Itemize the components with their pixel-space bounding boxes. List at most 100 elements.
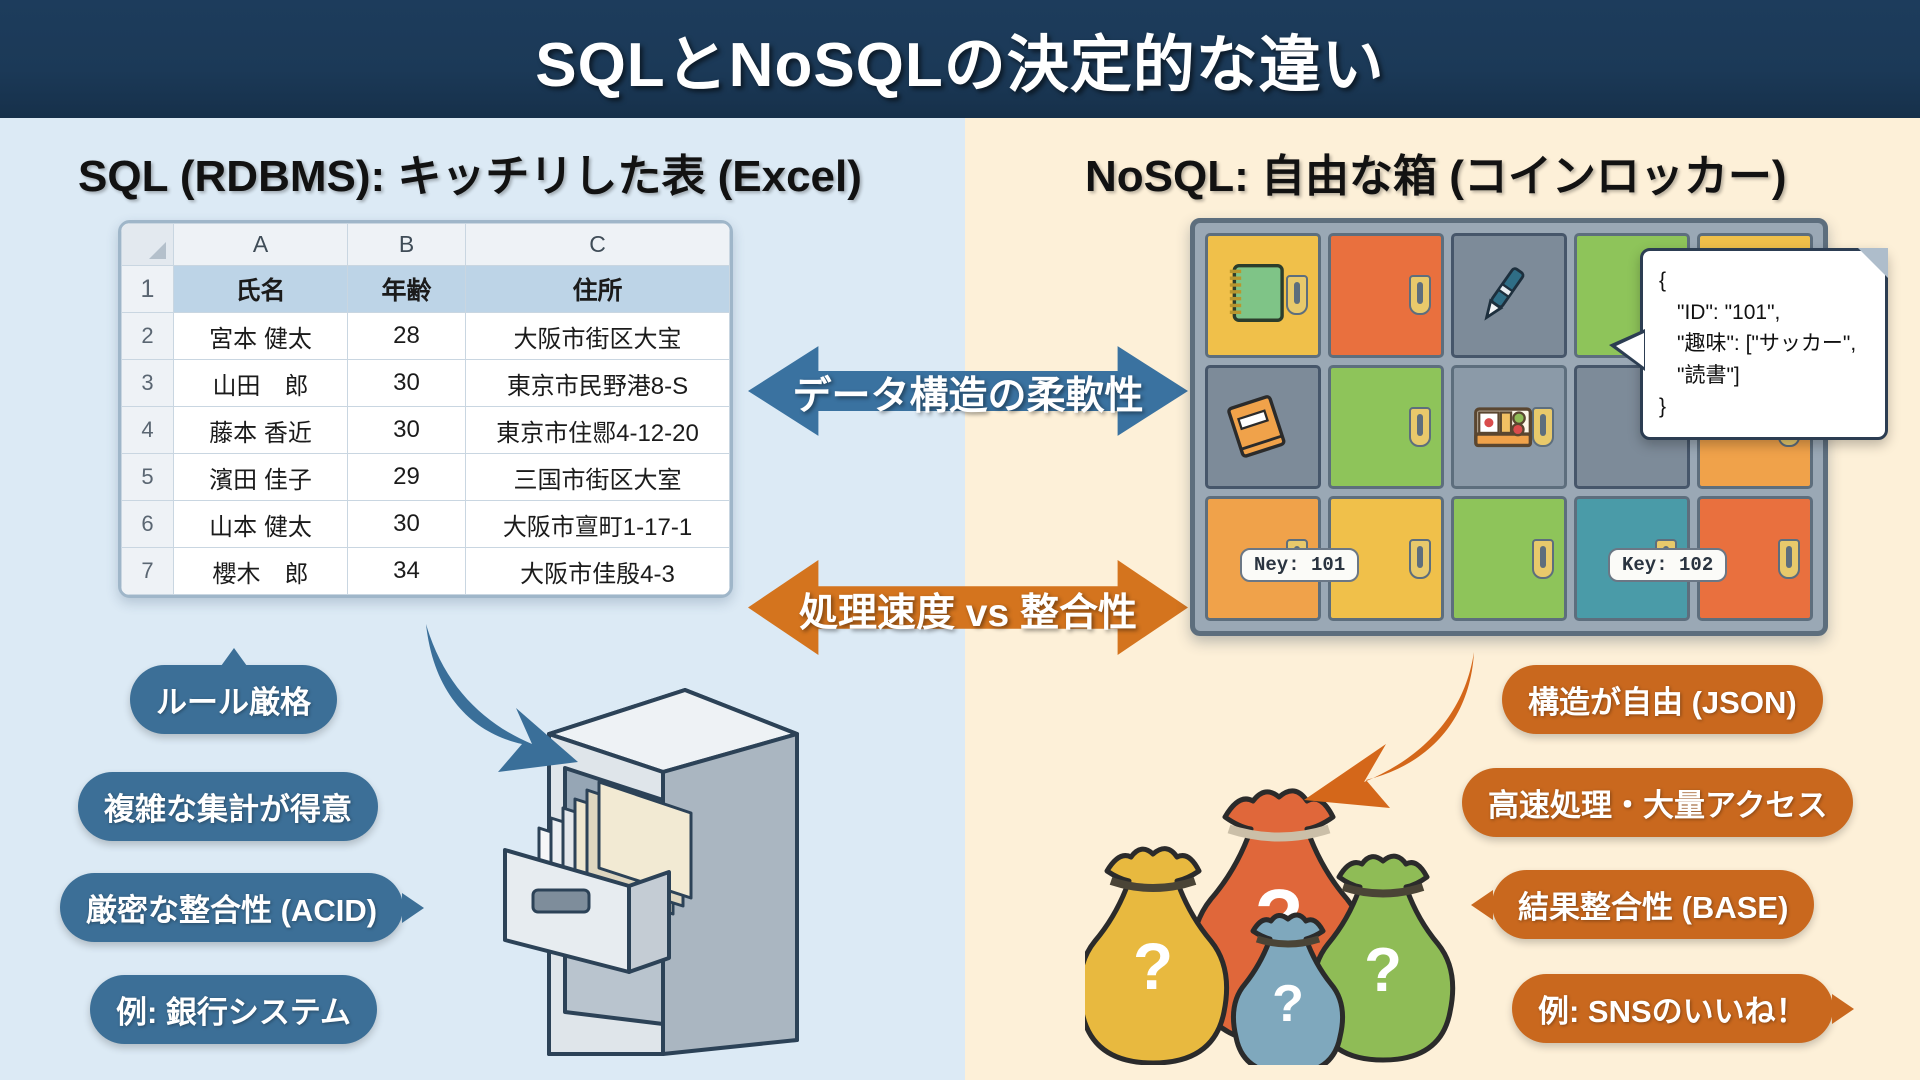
notebook-icon: [1223, 255, 1291, 331]
json-line-4: }: [1659, 395, 1667, 418]
arrow-nosql-to-bags: [1278, 640, 1508, 820]
nosql-point-base: 結果整合性 (BASE): [1471, 870, 1815, 939]
json-line-1: "ID": "101",: [1677, 300, 1781, 324]
cell-address[interactable]: 三国市街区大室: [465, 453, 730, 501]
sql-point-aggregation: 複雑な集計が得意: [78, 772, 378, 841]
select-all-corner[interactable]: [121, 223, 174, 266]
sql-point-rule-label: ルール厳格: [156, 685, 311, 720]
row-number[interactable]: 3: [121, 359, 174, 407]
nosql-point-json: 構造が自由 (JSON): [1502, 665, 1823, 734]
cell-name[interactable]: 山田 郎: [173, 359, 348, 407]
cell-name[interactable]: 櫻木 郎: [173, 547, 348, 595]
arrow-sql-to-cabinet: [392, 612, 612, 792]
cell-age[interactable]: 30: [347, 359, 466, 407]
cell-age[interactable]: 30: [347, 500, 466, 548]
page-title: SQLとNoSQLの決定的な違い: [535, 31, 1385, 100]
pen-icon: [1469, 255, 1537, 331]
locker-door-12[interactable]: [1451, 496, 1567, 621]
locker-key-icon: [1532, 406, 1554, 447]
book-icon: [1223, 387, 1291, 463]
money-bags-illustration: ? ? ? ?: [1076, 745, 1485, 1077]
arrow-speed-vs-consistency: 処理速度 vs 整合性: [748, 545, 1188, 670]
locker-door-2[interactable]: [1451, 233, 1567, 358]
filing-cabinet-illustration: [487, 672, 807, 1064]
cell-age[interactable]: 34: [347, 547, 466, 595]
cell-address[interactable]: 東京市住郻4-12-20: [465, 406, 730, 454]
locker-key-icon: [1532, 538, 1554, 579]
locker-key-icon: [1286, 275, 1308, 316]
cell-age[interactable]: 29: [347, 453, 466, 501]
locker-key-icon: [1409, 538, 1431, 579]
row-number[interactable]: 2: [121, 312, 174, 360]
pill-tail-icon: [1831, 993, 1854, 1024]
svg-text:?: ?: [1133, 929, 1173, 1003]
arrow-data-structure-flexibility: データ構造の柔軟性: [748, 332, 1188, 450]
nosql-point-example-label: 例: SNSのいいね！: [1538, 994, 1807, 1029]
locker-key-tag-101: Ney: 101: [1240, 548, 1360, 582]
column-header-2: 住所: [465, 265, 730, 313]
cell-age[interactable]: 30: [347, 406, 466, 454]
svg-text:?: ?: [1364, 936, 1402, 1005]
json-document-callout: { "ID": "101", "趣味": ["サッカー", "読書"] }: [1609, 248, 1888, 440]
sql-point-rule: ルール厳格: [130, 648, 337, 734]
nosql-point-fast-label: 高速処理・大量アクセス: [1488, 788, 1828, 823]
row-number[interactable]: 7: [121, 547, 174, 595]
cell-address[interactable]: 東京市民野港8-S: [465, 359, 730, 407]
sql-column-heading: SQL (RDBMS): キッチリした表 (Excel): [78, 152, 862, 201]
json-line-0: {: [1659, 269, 1667, 292]
locker-key-icon: [1409, 275, 1431, 316]
row-number[interactable]: 5: [121, 453, 174, 501]
sql-point-acid: 厳密な整合性 (ACID): [60, 873, 425, 942]
money-bag-green: ?: [1310, 853, 1456, 1063]
column-letter-b[interactable]: B: [347, 223, 466, 266]
sql-point-example-label: 例: 銀行システム: [116, 995, 352, 1030]
cell-address[interactable]: 大阪市亶町1-17-1: [465, 500, 730, 548]
svg-text:?: ?: [1272, 975, 1304, 1033]
pill-tail-icon: [220, 648, 247, 666]
sql-point-acid-label: 厳密な整合性 (ACID): [86, 893, 378, 928]
cell-age[interactable]: 28: [347, 312, 466, 360]
sql-point-aggregation-label: 複雑な集計が得意: [104, 792, 352, 827]
locker-key-tag-102: Key: 102: [1608, 548, 1728, 582]
sql-point-example: 例: 銀行システム: [90, 975, 378, 1044]
pill-tail-icon: [402, 892, 425, 923]
json-line-2: "趣味": ["サッカー",: [1677, 332, 1857, 355]
locker-door-7[interactable]: [1451, 364, 1567, 490]
arrow-structure-label: データ構造の柔軟性: [792, 375, 1144, 418]
locker-key-icon: [1409, 406, 1431, 447]
money-bag-blue: ?: [1231, 912, 1345, 1077]
nosql-point-fast: 高速処理・大量アクセス: [1462, 768, 1854, 837]
column-letter-row: A B C: [121, 223, 730, 266]
column-letter-c[interactable]: C: [465, 223, 730, 266]
row-number[interactable]: 1: [121, 265, 174, 313]
locker-door-1[interactable]: [1328, 233, 1444, 358]
locker-door-5[interactable]: [1205, 364, 1321, 490]
locker-door-0[interactable]: [1205, 233, 1321, 358]
cell-name[interactable]: 藤本 香近: [173, 406, 348, 454]
locker-door-6[interactable]: [1328, 364, 1444, 490]
money-bag-yellow: ?: [1076, 846, 1230, 1066]
cell-name[interactable]: 宮本 健太: [173, 312, 348, 360]
cell-name[interactable]: 山本 健太: [173, 500, 348, 548]
column-header-0: 氏名: [173, 265, 348, 313]
column-letter-a[interactable]: A: [173, 223, 348, 266]
json-line-3: "読書"]: [1677, 363, 1740, 387]
nosql-point-example: 例: SNSのいいね！: [1512, 974, 1854, 1043]
nosql-column-heading: NoSQL: 自由な箱 (コインロッカー): [1085, 152, 1787, 201]
cell-name[interactable]: 濱田 佳子: [173, 453, 348, 501]
row-number[interactable]: 6: [121, 500, 174, 548]
cell-address[interactable]: 大阪市佳殷4-3: [465, 547, 730, 595]
column-header-1: 年齢: [347, 265, 466, 313]
bento-box-icon: [1469, 387, 1537, 463]
cell-address[interactable]: 大阪市街区大宝: [465, 312, 730, 360]
row-number[interactable]: 4: [121, 406, 174, 454]
